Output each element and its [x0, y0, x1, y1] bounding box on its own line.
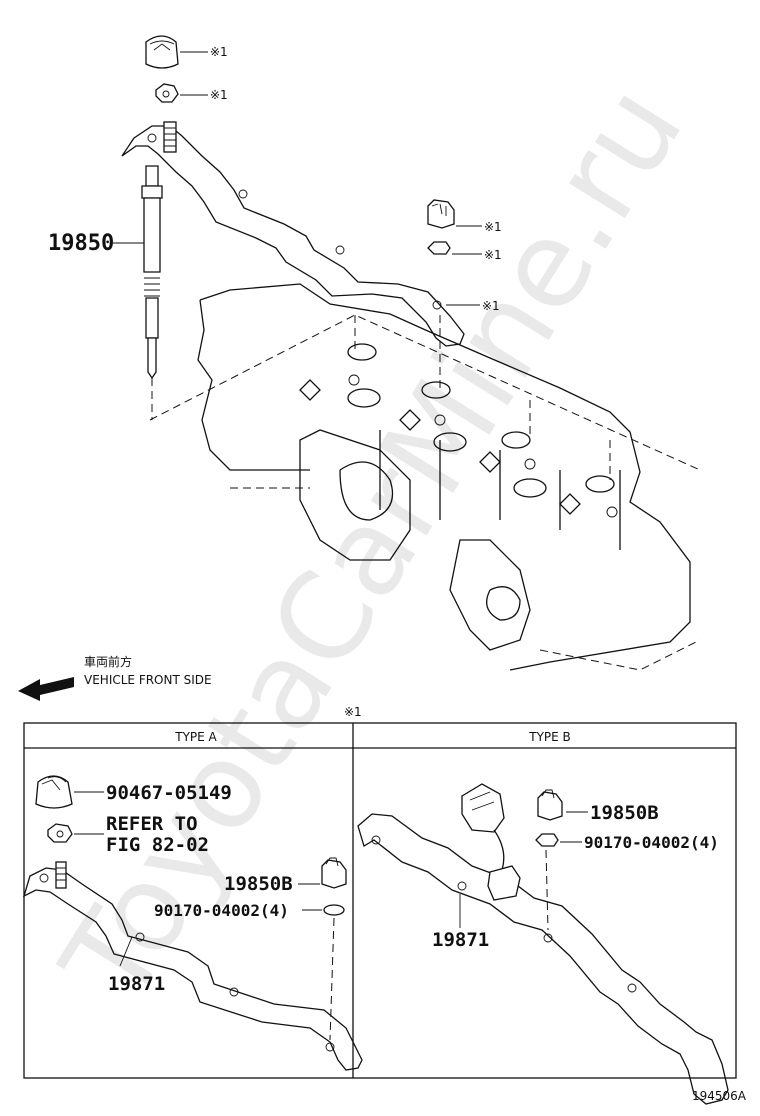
watermark: ToyotaCarMine.ru — [36, 63, 710, 1027]
glow-plug-busbar: ※1 — [121, 121, 500, 347]
type-a-panel: 90467-05149 REFER TO FIG 82-02 19871 198… — [22, 775, 363, 1071]
type-a-part-1: 90467-05149 — [106, 782, 232, 804]
type-b-part-1: 19850B — [590, 802, 659, 824]
glow-plug: 19850 — [48, 165, 163, 420]
mark-note: ※1 — [484, 248, 502, 262]
detail-table: ※1 TYPE A TYPE B — [23, 705, 737, 1079]
type-b-title: TYPE B — [528, 730, 571, 744]
mark-note: ※1 — [210, 45, 228, 59]
mark-note: ※1 — [210, 88, 228, 102]
figure-code: 194506A — [692, 1089, 747, 1103]
type-a-title: TYPE A — [174, 730, 217, 744]
connector-nut-cap: ※1 — [427, 199, 502, 234]
type-a-part-2-line2: FIG 82-02 — [106, 834, 209, 856]
glow-plug-callout: 19850 — [48, 231, 114, 256]
type-a-part-5: 19871 — [108, 973, 165, 995]
direction-en: VEHICLE FRONT SIDE — [84, 673, 212, 687]
mark-note: ※1 — [484, 220, 502, 234]
type-a-part-3: 19850B — [224, 873, 293, 895]
type-b-panel: 19871 19850B 90170-04002(4) — [357, 783, 729, 1105]
top-nut-small: ※1 — [155, 83, 228, 103]
type-b-part-3: 19871 — [432, 929, 489, 951]
type-b-part-2: 90170-04002(4) — [584, 833, 719, 852]
type-a-part-2-line1: REFER TO — [106, 813, 198, 835]
direction-jp: 車両前方 — [84, 654, 132, 669]
type-a-part-4: 90170-04002(4) — [154, 901, 289, 920]
vehicle-front-direction: 車両前方 VEHICLE FRONT SIDE — [18, 654, 212, 701]
mark-note: ※1 — [482, 299, 500, 313]
table-mark: ※1 — [344, 705, 362, 719]
arrow-left-icon — [18, 677, 74, 701]
connector-nut-small: ※1 — [427, 241, 502, 262]
top-nut-cap: ※1 — [145, 35, 228, 69]
cylinder-head — [149, 283, 701, 671]
